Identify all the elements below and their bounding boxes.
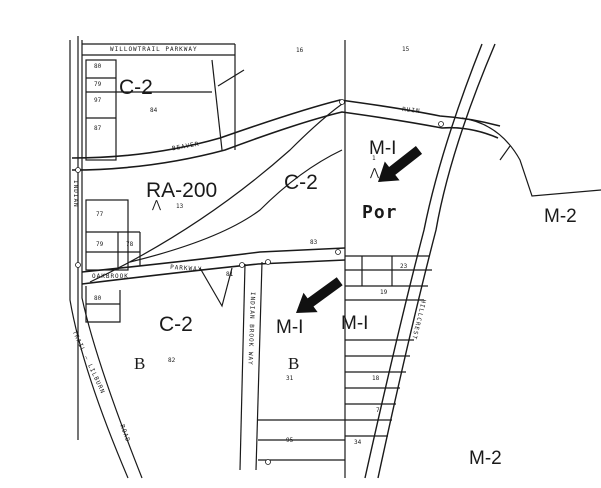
indian-brook-edge-b — [255, 261, 263, 471]
indian-trail-road-edge-a — [69, 40, 129, 479]
zone-label-c2-top: C-2 — [119, 76, 153, 99]
zone-label-c2-bottom: C-2 — [159, 313, 193, 336]
lot-number: 1 — [372, 155, 376, 162]
hillcrest-edge-a — [377, 43, 496, 479]
zone-label-m2-right: M-2 — [544, 206, 577, 227]
lot-number: 80 — [94, 295, 102, 302]
indian-trail-road-edge-b — [81, 40, 143, 479]
lot-number: 80 — [94, 63, 102, 70]
east-boundary-line — [461, 117, 601, 197]
survey-marker — [239, 262, 245, 268]
survey-marker — [438, 121, 444, 127]
oakbrook-edge-b — [81, 259, 346, 285]
lot-number: 7 — [376, 407, 380, 414]
beaver-ruin-edge-a — [71, 99, 501, 159]
tree-symbol-icon: ⋀ — [152, 199, 162, 211]
zone-label-por: Por — [362, 202, 398, 223]
lot-number: 15 — [402, 46, 410, 53]
lot-number: 31 — [286, 375, 294, 382]
lot-number: 19 — [380, 289, 388, 296]
c2-boundary-upper — [89, 103, 343, 283]
district-letter-b-left: B — [134, 354, 146, 373]
hillcrest-edge-b — [364, 43, 483, 479]
lot-number: 87 — [94, 125, 102, 132]
lot-number: 79 — [94, 81, 102, 88]
district-letter-b-center: B — [288, 354, 300, 373]
lot-number: 23 — [400, 263, 408, 270]
survey-marker — [265, 459, 271, 465]
lot-number: 78 — [126, 241, 134, 248]
lot-number: 97 — [94, 97, 102, 104]
survey-marker — [335, 249, 341, 255]
lot-number: 34 — [354, 439, 362, 446]
lot-number: 18 — [372, 375, 380, 382]
lot-block-top-left — [85, 59, 117, 161]
lot-number: 83 — [310, 239, 318, 246]
zone-label-m1-top: M-I — [369, 138, 397, 159]
tree-symbol-icon: ⋀ — [370, 167, 380, 179]
lot-number: 77 — [96, 211, 104, 218]
road-label-indian: INDIAN — [72, 180, 79, 208]
survey-marker — [75, 167, 81, 173]
survey-marker — [75, 262, 81, 268]
tick-mark — [499, 145, 511, 161]
lot-number: 84 — [150, 107, 158, 114]
lot-number: 16 — [296, 47, 304, 54]
lot-number: 81 — [226, 271, 234, 278]
tick-mark — [217, 69, 245, 87]
zone-label-m1-center: M-I — [276, 317, 304, 338]
road-label-willowtrail: WILLOWTRAIL PARKWAY — [110, 46, 198, 53]
zone-label-ra200: RA-200 — [146, 179, 218, 202]
zone-label-m2-bottom: M-2 — [469, 448, 502, 469]
survey-marker — [265, 259, 271, 265]
beaver-ruin-edge-b — [71, 111, 499, 171]
indian-brook-edge-a — [239, 263, 246, 471]
lot-number: 79 — [96, 241, 104, 248]
triangle-lot — [199, 267, 233, 308]
zone-label-m1-right: M-I — [341, 313, 369, 334]
zone-label-c2-mid: C-2 — [284, 171, 318, 194]
road-label-indian-brook: INDIAN BROOK WAY — [246, 291, 256, 366]
arrow-icon — [296, 277, 343, 313]
lot-number: 82 — [168, 357, 176, 364]
arrow-icon — [378, 146, 423, 182]
road-label-oakbrook: OAKBROOK — [92, 273, 129, 280]
lot-block-left-middle — [85, 199, 129, 271]
c2-boundary-lower — [129, 149, 343, 263]
survey-marker — [339, 99, 345, 105]
lot-line — [211, 59, 223, 151]
lot-number: 95 — [286, 437, 294, 444]
oakbrook-edge-a — [81, 247, 346, 273]
lot-number: 13 — [176, 203, 184, 210]
